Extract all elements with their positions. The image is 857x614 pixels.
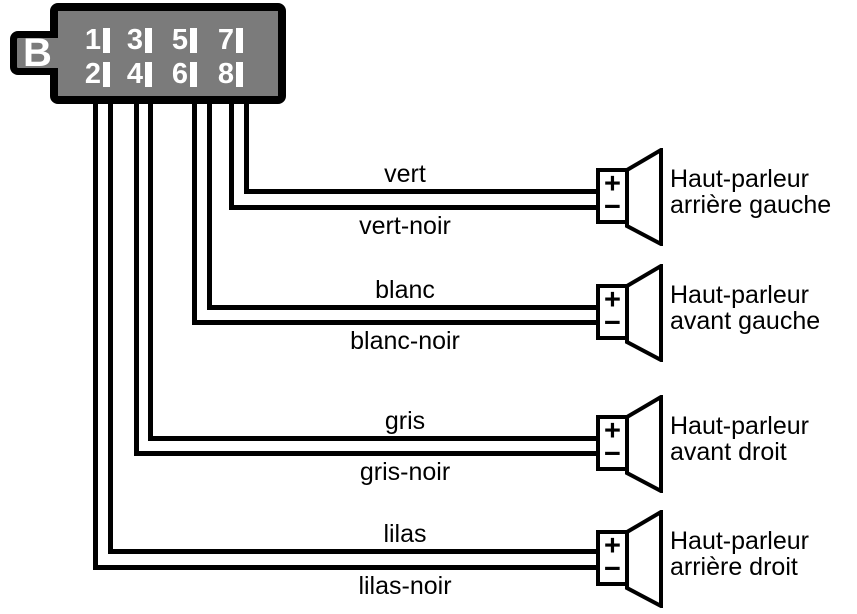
wire-vert-noir-vertical-segment xyxy=(229,100,234,210)
speaker-name-line1: Haut-parleur xyxy=(670,412,809,440)
wire-blanc-horizontal-segment xyxy=(207,305,598,310)
wire-vert-vertical-segment xyxy=(244,100,249,194)
pin-slot xyxy=(103,62,110,87)
pin-6: 6 xyxy=(152,58,197,90)
wire-label-vert: vert xyxy=(384,160,426,188)
speaker-name-line2: arrière droit xyxy=(670,553,798,581)
wire-blanc-noir-vertical-segment xyxy=(192,100,197,325)
pin-slot xyxy=(236,62,243,87)
pin-slot xyxy=(190,28,197,53)
pin-number: 2 xyxy=(84,58,101,90)
speaker-name-line2: avant droit xyxy=(670,438,787,466)
wire-gris-horizontal-segment xyxy=(148,436,598,441)
minus-terminal-label: − xyxy=(604,307,621,339)
pin-slot xyxy=(145,28,152,53)
pin-number: 7 xyxy=(217,24,234,56)
wire-lilas-noir-vertical-segment xyxy=(93,100,98,570)
connector-label: B xyxy=(23,31,52,75)
minus-terminal-label: − xyxy=(604,438,621,470)
wire-lilas-horizontal-segment xyxy=(108,549,598,554)
wire-vert-noir-horizontal-segment xyxy=(229,205,598,210)
wire-label-gris: gris xyxy=(384,407,426,435)
speaker-name: Haut-parleur arrière gauche xyxy=(670,166,857,218)
wire-label-vert-noir: vert-noir xyxy=(359,212,451,240)
pin-slot xyxy=(145,62,152,87)
speaker-horn-icon xyxy=(625,148,663,246)
wire-gris-vertical-segment xyxy=(148,100,153,441)
connector-block-b xyxy=(50,3,286,104)
wire-label-blanc: blanc xyxy=(375,276,435,304)
speaker-name: Haut-parleur avant droit xyxy=(670,413,857,465)
pin-number: 4 xyxy=(126,58,143,90)
wire-label-blanc-noir: blanc-noir xyxy=(350,327,460,355)
pin-number: 8 xyxy=(217,58,234,90)
wire-lilas-vertical-segment xyxy=(108,100,113,554)
pin-number: 5 xyxy=(171,24,188,56)
wire-vert-horizontal-segment xyxy=(244,189,598,194)
speaker-horn-icon xyxy=(625,395,663,493)
speaker-name-line1: Haut-parleur xyxy=(670,165,809,193)
plus-terminal-label: + xyxy=(604,284,621,316)
pin-5: 5 xyxy=(152,24,197,56)
pin-1: 1 xyxy=(65,24,110,56)
pin-4: 4 xyxy=(107,58,152,90)
speaker-name: Haut-parleur avant gauche xyxy=(670,282,857,334)
speaker-name-line2: avant gauche xyxy=(670,307,821,335)
pin-slot xyxy=(103,28,110,53)
wire-label-gris-noir: gris-noir xyxy=(359,458,451,486)
pin-2: 2 xyxy=(65,58,110,90)
wire-lilas-noir-horizontal-segment xyxy=(93,565,598,570)
speaker-name: Haut-parleur arrière droit xyxy=(670,528,857,580)
speaker-name-line1: Haut-parleur xyxy=(670,281,809,309)
wire-gris-noir-vertical-segment xyxy=(134,100,139,456)
speaker-terminal-box: + − xyxy=(596,284,629,340)
speaker-name-line1: Haut-parleur xyxy=(670,527,809,555)
wire-label-lilas: lilas xyxy=(383,520,427,548)
pin-number: 3 xyxy=(126,24,143,56)
pin-number: 1 xyxy=(84,24,101,56)
speaker-terminal-box: + − xyxy=(596,530,629,586)
speaker-terminal-box: + − xyxy=(596,415,629,471)
pin-8: 8 xyxy=(198,58,243,90)
wire-blanc-vertical-segment xyxy=(207,100,212,310)
minus-terminal-label: − xyxy=(604,553,621,585)
pin-3: 3 xyxy=(107,24,152,56)
plus-terminal-label: + xyxy=(604,530,621,562)
pin-slot xyxy=(190,62,197,87)
pin-number: 6 xyxy=(171,58,188,90)
speaker-horn-icon xyxy=(625,510,663,608)
wire-gris-noir-horizontal-segment xyxy=(134,451,598,456)
plus-terminal-label: + xyxy=(604,168,621,200)
minus-terminal-label: − xyxy=(604,191,621,223)
pin-7: 7 xyxy=(198,24,243,56)
speaker-name-line2: arrière gauche xyxy=(670,191,832,219)
plus-terminal-label: + xyxy=(604,415,621,447)
pin-slot xyxy=(236,28,243,53)
connector-tab: B xyxy=(10,31,58,75)
wire-label-lilas-noir: lilas-noir xyxy=(358,572,452,600)
wire-blanc-noir-horizontal-segment xyxy=(192,320,598,325)
speaker-horn-icon xyxy=(625,264,663,362)
